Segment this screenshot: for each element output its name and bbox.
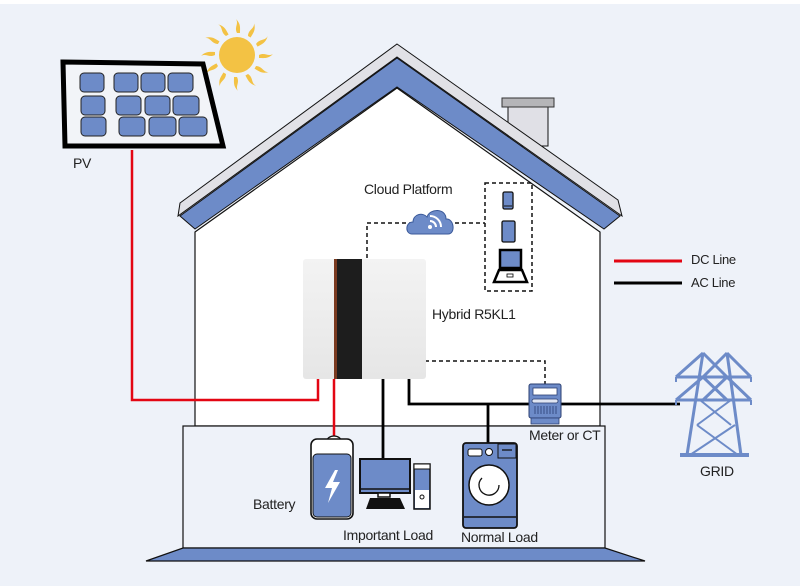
legend-ac-label: AC Line	[691, 275, 736, 290]
comm-line-inverter-meter	[425, 360, 546, 384]
roof	[179, 57, 621, 230]
meter-icon	[528, 383, 562, 425]
cloud-platform-label: Cloud Platform	[364, 181, 453, 197]
battery-label: Battery	[253, 496, 296, 512]
important-load-label: Important Load	[343, 527, 433, 543]
comm-line-inverter-cloud	[366, 222, 410, 258]
roof-edge	[177, 43, 623, 218]
ac-lines	[381, 378, 680, 465]
phone-icon	[502, 191, 514, 210]
washing-machine-icon	[462, 442, 518, 529]
dc-lines	[130, 150, 336, 437]
chimney-cap	[501, 97, 555, 108]
inverter-label: Hybrid R5KL1	[432, 306, 516, 322]
meter-label: Meter or CT	[529, 427, 601, 443]
sun-icon	[201, 19, 273, 91]
house-upper-wall	[194, 87, 601, 427]
inverter-icon	[303, 259, 426, 379]
battery-icon	[310, 435, 354, 520]
transmission-tower-icon	[675, 351, 753, 457]
devices-box	[484, 182, 533, 292]
tablet-icon	[501, 220, 516, 243]
top-border	[0, 0, 800, 4]
normal-load-label: Normal Load	[461, 529, 538, 545]
legend-dc-label: DC Line	[691, 252, 736, 267]
desktop-computer-icon	[359, 458, 431, 510]
dc-line-pv	[130, 150, 320, 402]
solar-panel-icon	[60, 59, 227, 149]
comm-lines	[366, 182, 546, 384]
pv-label: PV	[73, 155, 92, 171]
laptop-icon	[492, 248, 529, 284]
cloud-wifi-icon	[406, 210, 454, 235]
legend	[614, 259, 682, 285]
floor	[145, 547, 646, 562]
ac-line-grid	[407, 378, 680, 406]
grid-label: GRID	[700, 463, 734, 479]
